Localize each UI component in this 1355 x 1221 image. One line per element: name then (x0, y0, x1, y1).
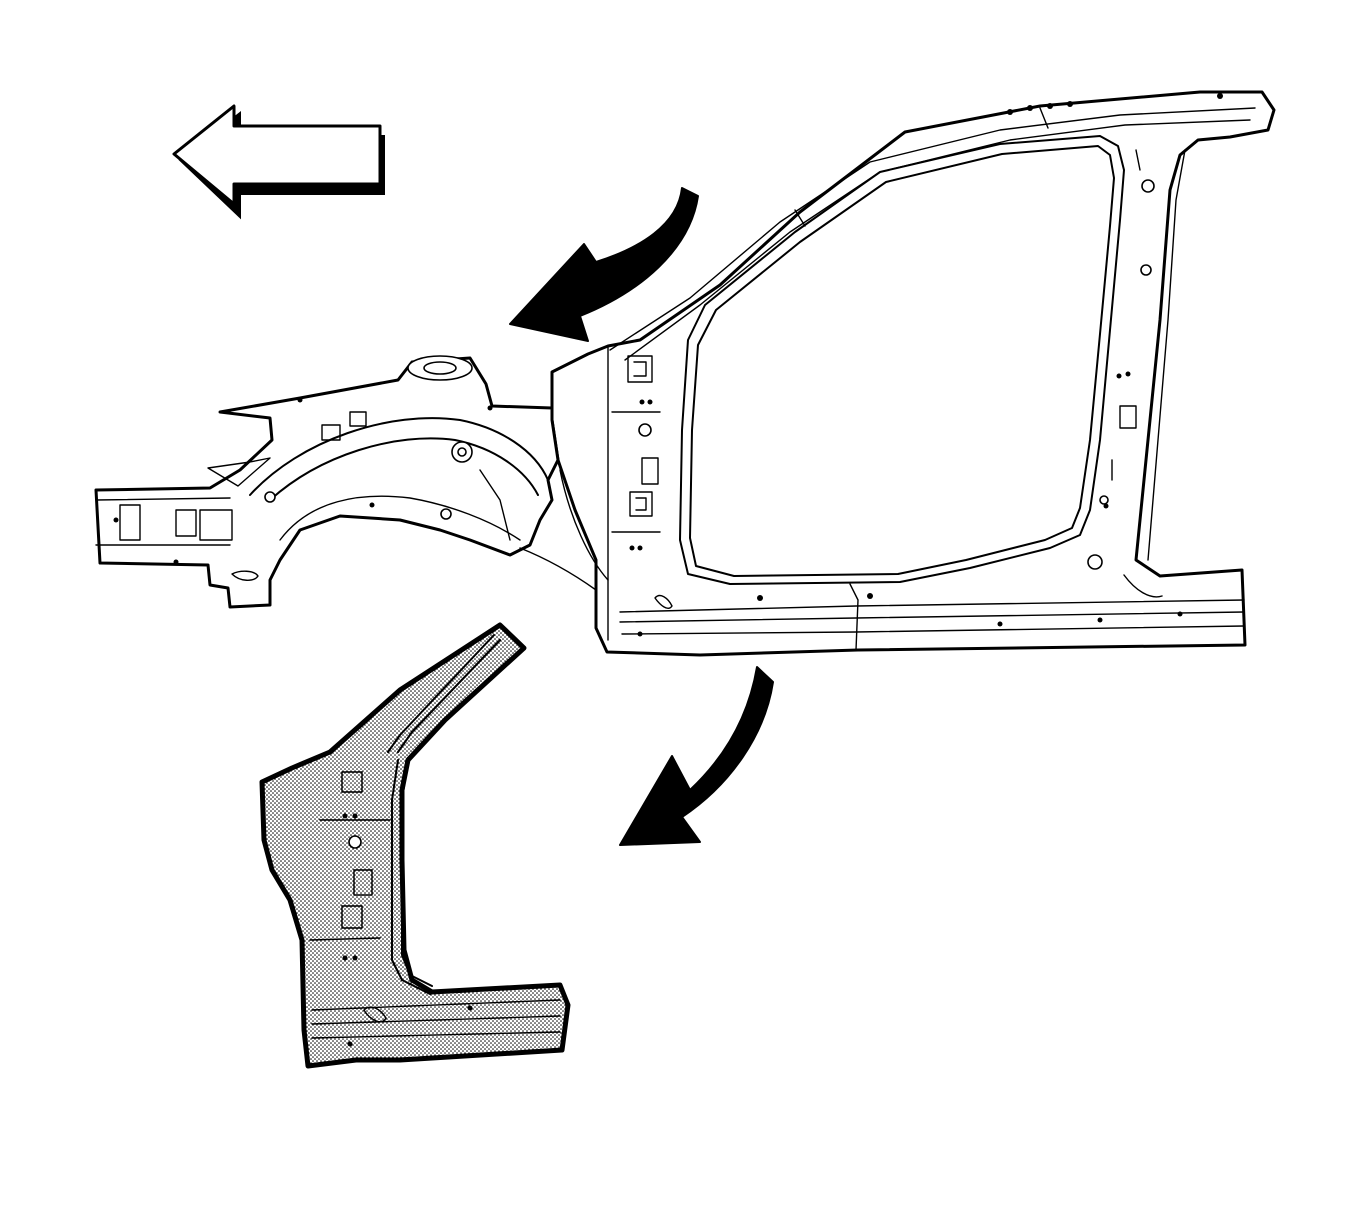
install-arrow-icon (619, 666, 774, 846)
body-side-outer-panel (550, 90, 1276, 657)
front-wheelhouse-structure (94, 355, 609, 609)
direction-arrow-forward-icon (172, 104, 385, 220)
removal-arrow-icon (509, 187, 699, 342)
replacement-hinge-pillar-part (259, 622, 571, 1069)
